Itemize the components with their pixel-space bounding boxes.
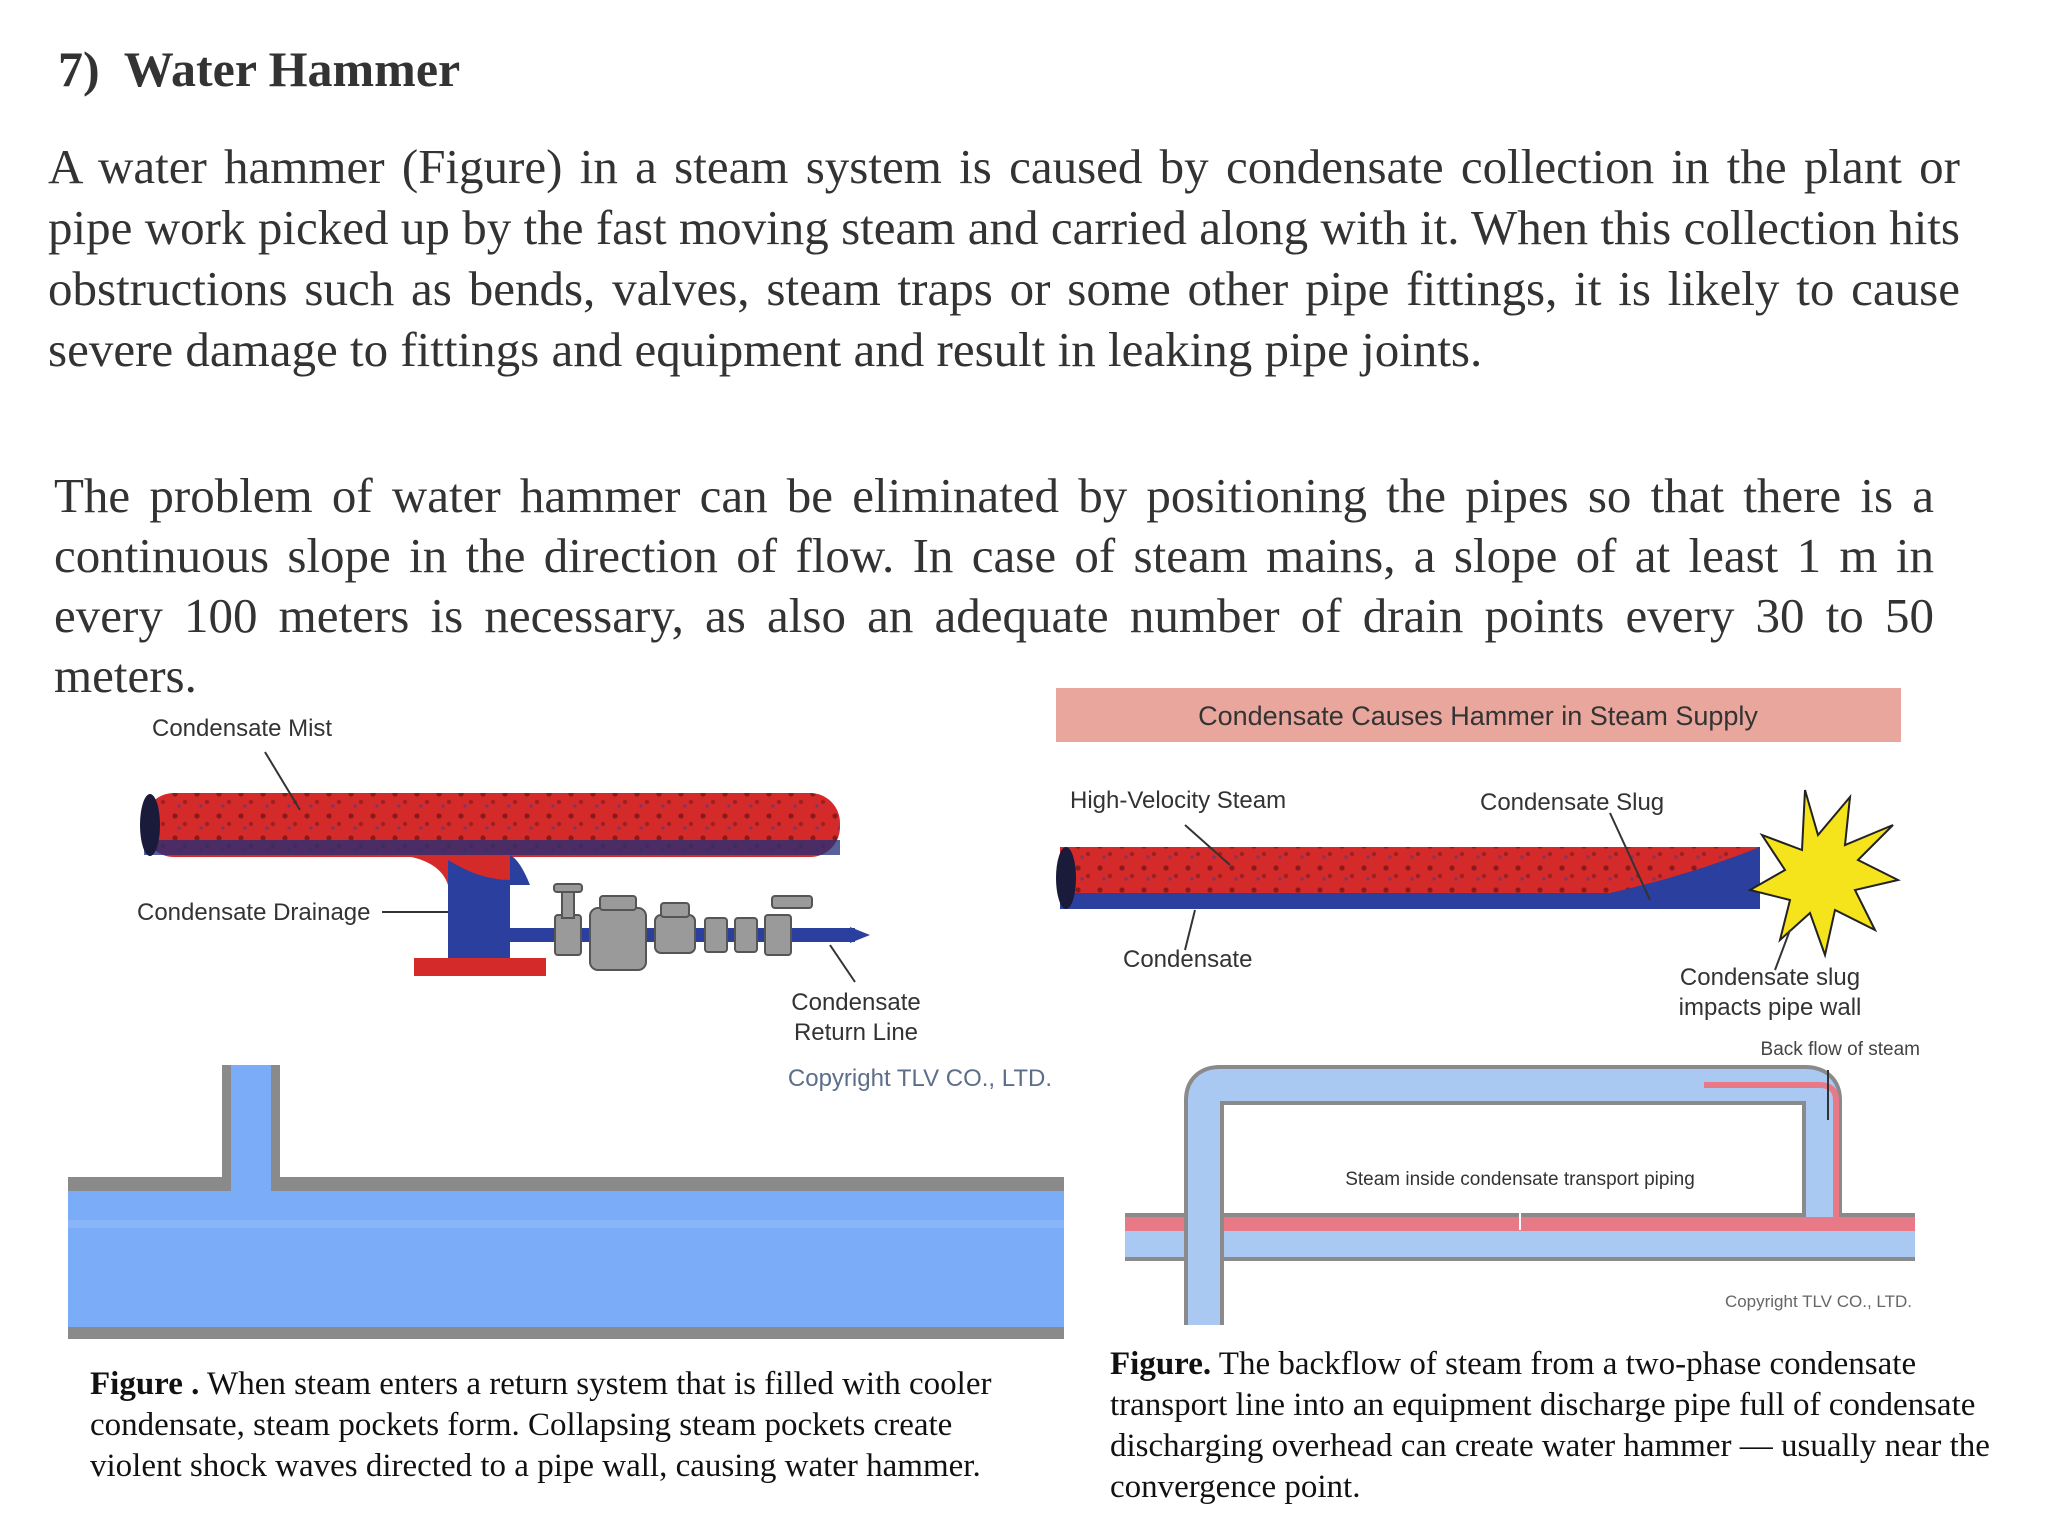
caption-right: Figure. The backflow of steam from a two… xyxy=(1110,1344,2040,1508)
condensate-layer xyxy=(1060,847,1760,909)
figure-banner xyxy=(1056,688,1901,742)
caption-left-lead: Figure . xyxy=(90,1366,200,1402)
label-high-velocity-steam: High-Velocity Steam xyxy=(1070,787,1286,814)
label-condensate-slug: Condensate Slug xyxy=(1480,789,1664,816)
label-impact-2: impacts pipe wall xyxy=(1679,994,1862,1021)
section-number: 7) xyxy=(58,41,100,97)
copyright-right: Copyright TLV CO., LTD. xyxy=(1725,1292,1912,1311)
pipe-end xyxy=(140,794,160,856)
label-steam-inside: Steam inside condensate transport piping xyxy=(1345,1169,1695,1190)
flow-arrow xyxy=(850,927,870,943)
paragraph-cause: A water hammer (Figure) in a steam syste… xyxy=(48,139,1960,377)
copyright-left: Copyright TLV CO., LTD. xyxy=(788,1065,1052,1092)
caption-right-text: The backflow of steam from a two-phase c… xyxy=(1110,1346,1990,1505)
caption-left-text: When steam enters a return system that i… xyxy=(90,1366,992,1484)
valve-trap-assembly xyxy=(553,883,813,971)
label-impact-1: Condensate slug xyxy=(1680,964,1860,991)
label-condensate-mist: Condensate Mist xyxy=(152,715,332,742)
caption-right-lead: Figure. xyxy=(1110,1346,1212,1382)
figure-condensate-slug: Condensate Causes Hammer in Steam Supply… xyxy=(1056,688,1920,1325)
section-title: 7) Water Hammer xyxy=(58,40,460,98)
drain-flange xyxy=(414,958,546,976)
impact-burst xyxy=(1747,789,1901,959)
label-condensate-drainage: Condensate Drainage xyxy=(137,899,371,926)
label-return-line-2: Return Line xyxy=(794,1019,918,1046)
label-return-line-1: Condensate xyxy=(791,989,920,1016)
figure-banner-title: Condensate Causes Hammer in Steam Supply xyxy=(1198,701,1758,731)
paragraph-prevention: The problem of water hammer can be elimi… xyxy=(54,468,1934,703)
return-pipe-section xyxy=(68,1065,1064,1339)
caption-left: Figure . When steam enters a return syst… xyxy=(90,1364,1050,1487)
label-back-flow: Back flow of steam xyxy=(1761,1039,1920,1060)
figure-condensate-drainage: Condensate Mist Condensate Drainage Cond… xyxy=(68,715,1064,1339)
backflow-piping xyxy=(1125,1065,1915,1325)
label-condensate: Condensate xyxy=(1123,946,1252,973)
section-heading: Water Hammer xyxy=(123,41,461,97)
